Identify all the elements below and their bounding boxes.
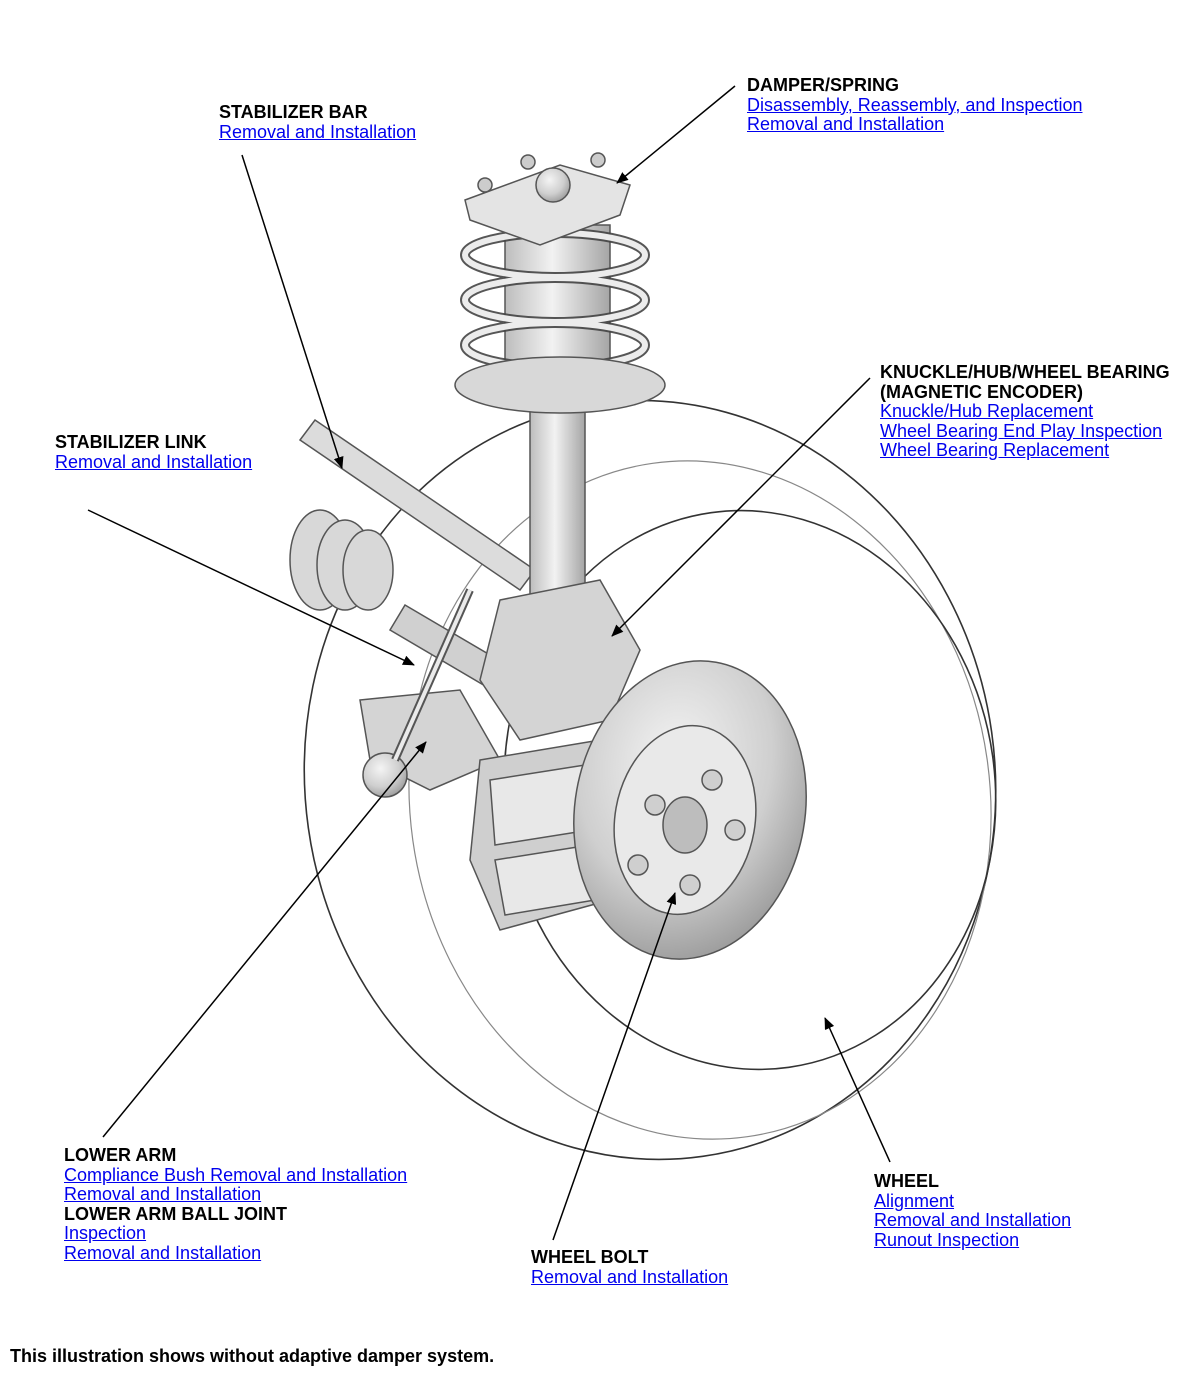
ball-joint-inspection-link[interactable]: Inspection <box>64 1223 147 1243</box>
leader-wheel <box>824 1017 891 1163</box>
ball-joint-removal-link[interactable]: Removal and Installation <box>64 1242 262 1263</box>
brake-disc <box>573 660 807 960</box>
callout-stabilizer-bar: STABILIZER BAR Removal and Installation <box>219 102 417 142</box>
drive-shaft-boot <box>289 509 394 611</box>
leader-wheel-bolt <box>552 892 677 1241</box>
wheel-bolt-removal-link[interactable]: Removal and Installation <box>531 1266 729 1287</box>
wheel-removal-link[interactable]: Removal and Installation <box>874 1210 1072 1230</box>
lower-arm-compliance-bush-link[interactable]: Compliance Bush Removal and Installation <box>64 1164 408 1185</box>
leader-lines <box>87 85 891 1241</box>
knuckle-heading-line1: KNUCKLE/HUB/WHEEL BEARING <box>880 362 1170 382</box>
leader-lower-arm <box>102 741 427 1138</box>
wheel-bolt-heading: WHEEL BOLT <box>531 1247 649 1267</box>
knuckle-hub-replacement-link[interactable]: Knuckle/Hub Replacement <box>880 401 1094 421</box>
wheel-runout-link[interactable]: Runout Inspection <box>874 1229 1020 1250</box>
knuckle-heading-line2: (MAGNETIC ENCODER) <box>880 381 1083 402</box>
leader-stabilizer-bar <box>241 154 344 469</box>
leader-damper-spring <box>616 85 736 184</box>
callout-damper-spring: DAMPER/SPRING Disassembly, Reassembly, a… <box>747 75 1083 135</box>
callout-wheel: WHEEL Alignment Removal and Installation… <box>874 1171 1072 1250</box>
brake-caliper <box>469 739 611 931</box>
strut-assembly <box>454 152 666 601</box>
footer-note: This illustration shows without adaptive… <box>10 1346 495 1366</box>
damper-spring-disassembly-link[interactable]: Disassembly, Reassembly, and Inspection <box>747 94 1083 115</box>
damper-spring-removal-link[interactable]: Removal and Installation <box>747 114 945 134</box>
stabilizer-bar-heading: STABILIZER BAR <box>219 102 368 122</box>
knuckle-lower-arm <box>359 579 641 798</box>
wheel-bearing-end-play-link[interactable]: Wheel Bearing End Play Inspection <box>880 420 1163 441</box>
wheel-heading: WHEEL <box>874 1171 939 1191</box>
wheel-bearing-replacement-link[interactable]: Wheel Bearing Replacement <box>880 440 1110 460</box>
stabilizer-bar-removal-link[interactable]: Removal and Installation <box>219 121 417 142</box>
callout-lower-arm: LOWER ARM Compliance Bush Removal and In… <box>64 1145 408 1263</box>
wheel-alignment-link[interactable]: Alignment <box>874 1190 955 1211</box>
damper-spring-heading: DAMPER/SPRING <box>747 75 900 95</box>
callout-wheel-bolt: WHEEL BOLT Removal and Installation <box>531 1247 729 1287</box>
stabilizer-link-removal-link[interactable]: Removal and Installation <box>55 451 253 472</box>
leader-stabilizer-link <box>87 509 415 666</box>
callout-knuckle-hub: KNUCKLE/HUB/WHEEL BEARING (MAGNETIC ENCO… <box>880 362 1170 461</box>
lower-arm-ball-joint-heading: LOWER ARM BALL JOINT <box>64 1203 287 1224</box>
lower-arm-removal-link[interactable]: Removal and Installation <box>64 1184 262 1204</box>
lower-arm-heading: LOWER ARM <box>64 1145 177 1165</box>
stabilizer-link-heading: STABILIZER LINK <box>55 432 207 452</box>
leader-knuckle <box>611 377 871 637</box>
callout-stabilizer-link: STABILIZER LINK Removal and Installation <box>55 432 253 472</box>
